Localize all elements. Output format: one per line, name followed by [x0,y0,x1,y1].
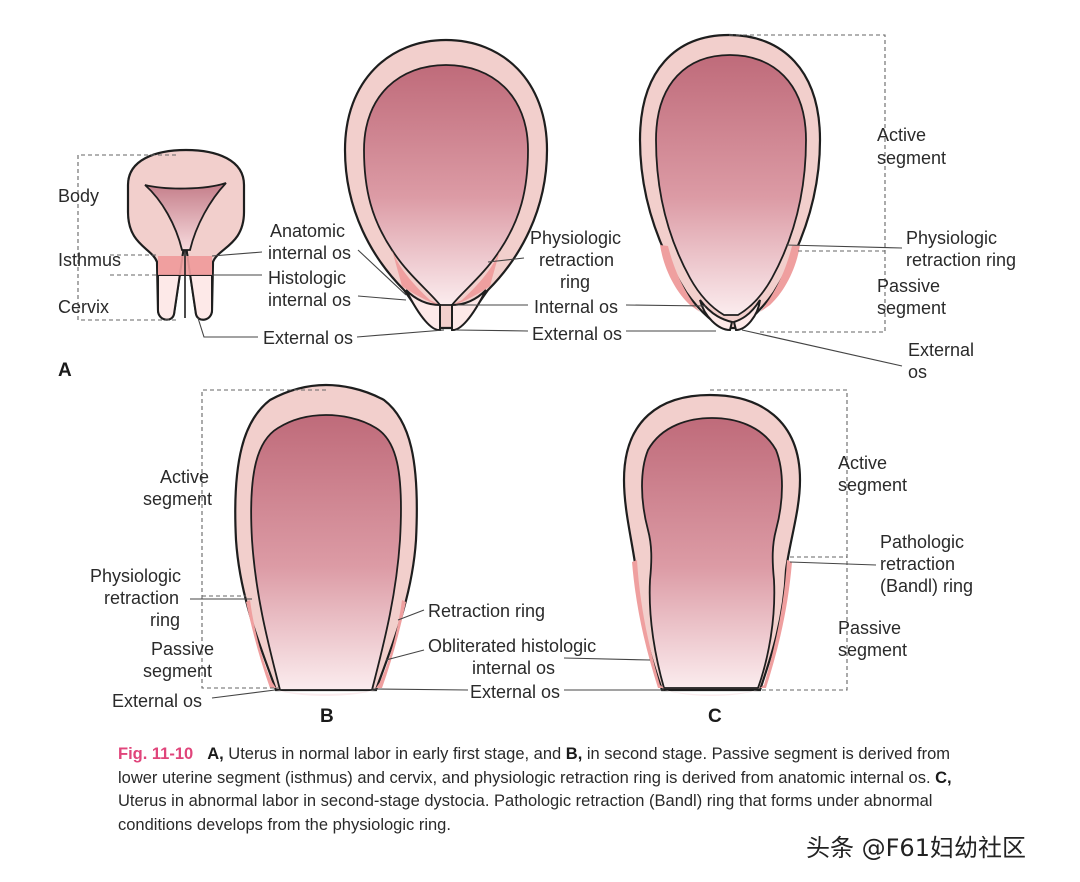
label-c-passive-2: segment [838,640,907,660]
panel-c-uterus [622,393,802,696]
caption-text-1: Uterus in normal labor in early first st… [223,745,566,763]
label-active-2: segment [877,148,946,168]
label-external-os-a1: External os [263,328,353,348]
label-passive-2: segment [877,298,946,318]
label-b-physio-2: retraction [104,588,179,608]
label-active-1: Active [877,125,926,145]
label-anatomic-2: internal os [268,243,351,263]
label-b-external-os-mid: External os [470,682,560,702]
label-histologic-1: Histologic [268,268,346,288]
label-b-obliterated-1: Obliterated histologic [428,636,596,656]
caption-c: C, [935,768,952,787]
panel-a-uterus-1 [126,148,246,321]
label-b-passive-1: Passive [151,639,214,659]
label-b-active-1: Active [160,467,209,487]
label-body: Body [58,186,99,206]
label-physio-right-2: retraction ring [906,250,1016,270]
label-physio-right-1: Physiologic [906,228,997,248]
label-external-os-a2: External os [532,324,622,344]
label-b-obliterated-2: internal os [472,658,555,678]
label-c-pathologic-2: retraction [880,554,955,574]
label-b-physio-3: ring [150,610,180,630]
panel-letter-c: C [708,706,722,727]
label-c-pathologic-1: Pathologic [880,532,964,552]
label-external-right-2: os [908,362,927,382]
label-external-right-1: External [908,340,974,360]
watermark-text: 头条 @F61妇幼社区 [806,834,1026,862]
label-passive-1: Passive [877,276,940,296]
caption-fig-label: Fig. 11-10 [118,745,194,763]
label-physiologic-2: retraction [539,250,614,270]
dashed-brackets [77,34,886,691]
panel-letter-b: B [320,706,334,727]
panel-a-uterus-2 [343,38,549,331]
panel-letter-a: A [58,360,72,381]
label-cervix: Cervix [58,297,109,317]
label-anatomic-1: Anatomic [270,221,345,241]
caption-text-2: in second stage. Passive segment is deri… [118,745,951,787]
label-c-active-2: segment [838,475,907,495]
caption-b: B, [565,745,583,763]
figure-caption: Fig. 11-10 A, Uterus in normal labor in e… [118,743,978,837]
label-b-passive-2: segment [143,661,212,681]
label-c-passive-1: Passive [838,618,901,638]
label-b-active-2: segment [143,489,212,509]
label-physiologic-3: ring [560,272,590,292]
label-c-pathologic-3: (Bandl) ring [880,576,973,596]
label-internal-os: Internal os [534,297,618,317]
panel-b-uterus [234,383,418,696]
label-isthmus: Isthmus [58,250,121,270]
label-b-external-os: External os [112,691,202,711]
caption-text-3: Uterus in abnormal labor in second-stage… [118,792,933,834]
label-c-active-1: Active [838,453,887,473]
label-histologic-2: internal os [268,290,351,310]
label-physiologic-1: Physiologic [530,228,621,248]
panel-a-uterus-3 [638,33,822,332]
labels: Body Isthmus Cervix Anatomic internal os… [58,125,1016,727]
label-b-physio-1: Physiologic [90,566,181,586]
caption-a: A, [207,745,224,763]
label-b-retraction-ring: Retraction ring [428,601,545,621]
leader-lines [190,244,903,699]
